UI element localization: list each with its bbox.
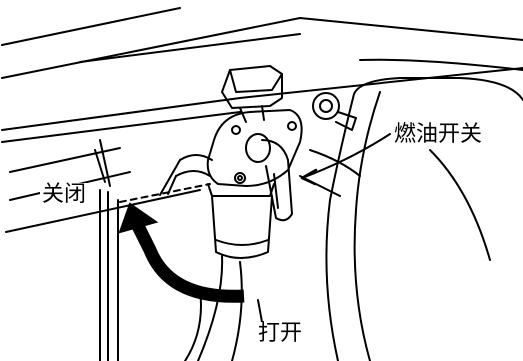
fuel-switch-label: 燃油开关 xyxy=(392,122,485,147)
fuel-hoses xyxy=(159,154,243,361)
fuel-switch-lever xyxy=(245,133,293,222)
left-housing xyxy=(5,139,201,361)
open-leader xyxy=(257,299,263,323)
right-housing xyxy=(299,77,523,361)
open-label: 打开 xyxy=(256,321,305,346)
fuel-switch-leader xyxy=(300,133,391,186)
mounting-bracket xyxy=(221,65,283,123)
fuel-filter-bowl xyxy=(207,183,275,259)
close-label: 关闭 xyxy=(40,182,89,207)
rotation-arrow xyxy=(118,202,245,303)
side-bolt xyxy=(312,92,357,131)
valve-flange xyxy=(206,109,303,187)
close-leader-dashed xyxy=(119,183,211,203)
